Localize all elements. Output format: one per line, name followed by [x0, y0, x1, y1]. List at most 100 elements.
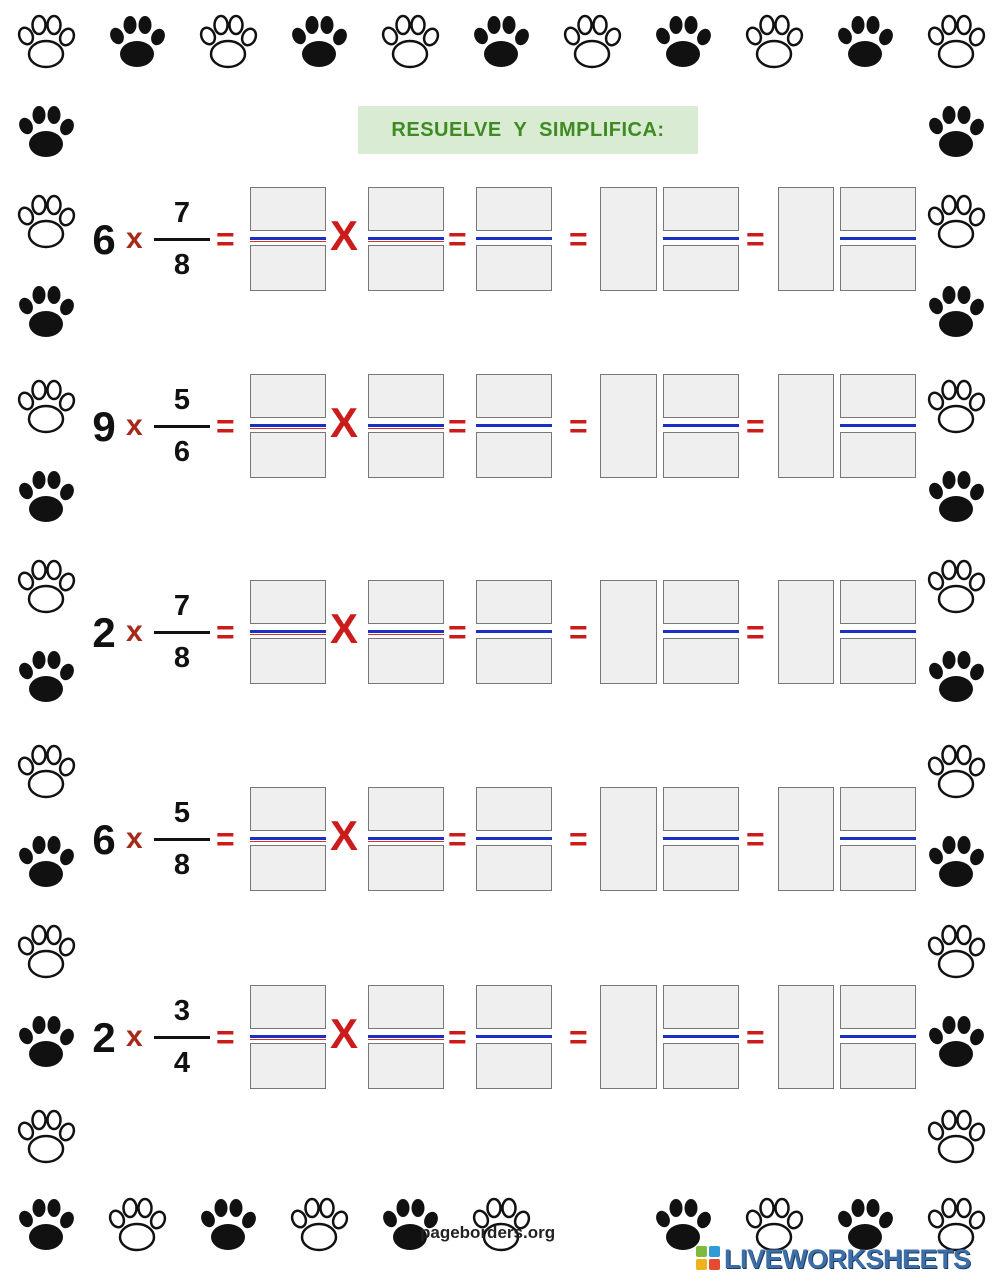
equals-sign-3: =: [569, 614, 588, 650]
product-fraction-denominator-box[interactable]: [476, 245, 552, 291]
second-fraction-numerator-box[interactable]: [368, 187, 444, 231]
black-paw-icon: [926, 106, 987, 157]
first-fraction-red-line: [250, 1039, 326, 1040]
cubes-icon: [696, 1246, 722, 1272]
first-fraction-denominator-box[interactable]: [250, 245, 326, 291]
equals-sign-1: =: [216, 614, 235, 650]
product-fraction-denominator-box[interactable]: [476, 1043, 552, 1089]
first-fraction-numerator-box[interactable]: [250, 374, 326, 418]
black-paw-icon: [926, 286, 987, 337]
second-fraction-numerator-box[interactable]: [368, 787, 444, 831]
second-fraction-fraction-line: [368, 424, 444, 427]
product-fraction-numerator-box[interactable]: [476, 787, 552, 831]
given-fraction-bar: [154, 1036, 210, 1039]
second-fraction-numerator-box[interactable]: [368, 374, 444, 418]
black-paw-icon: [653, 1199, 714, 1250]
simplified-whole-box[interactable]: [778, 985, 834, 1089]
product-fraction-fraction-line: [476, 424, 552, 427]
simplified-fraction-fraction-line: [840, 837, 916, 840]
product-fraction-numerator-box[interactable]: [476, 374, 552, 418]
mixed-whole-box[interactable]: [600, 187, 657, 291]
second-fraction-numerator-box[interactable]: [368, 985, 444, 1029]
simplified-fraction-denominator-box[interactable]: [840, 432, 916, 478]
first-fraction-denominator-box[interactable]: [250, 638, 326, 684]
outline-paw-icon: [925, 1109, 988, 1164]
equals-sign-2: =: [448, 221, 467, 257]
outline-paw-icon: [106, 1197, 169, 1252]
second-fraction-red-line: [368, 428, 444, 429]
mixed-fraction-numerator-box[interactable]: [663, 787, 739, 831]
first-fraction-denominator-box[interactable]: [250, 432, 326, 478]
mixed-fraction-fraction-line: [663, 837, 739, 840]
mixed-whole-box[interactable]: [600, 985, 657, 1089]
times-sign: x: [126, 822, 143, 855]
second-fraction-denominator-box[interactable]: [368, 1043, 444, 1089]
second-fraction-fraction-line: [368, 630, 444, 633]
simplified-whole-box[interactable]: [778, 787, 834, 891]
second-fraction-denominator-box[interactable]: [368, 245, 444, 291]
mixed-fraction-fraction-line: [663, 424, 739, 427]
given-denominator: 8: [173, 249, 191, 281]
simplified-fraction-numerator-box[interactable]: [840, 374, 916, 418]
simplified-fraction-denominator-box[interactable]: [840, 1043, 916, 1089]
product-fraction-numerator-box[interactable]: [476, 985, 552, 1029]
equals-sign-1: =: [216, 1019, 235, 1055]
equals-sign-3: =: [569, 221, 588, 257]
mixed-fraction-denominator-box[interactable]: [663, 432, 739, 478]
mixed-fraction-numerator-box[interactable]: [663, 985, 739, 1029]
outline-paw-icon: [15, 1109, 78, 1164]
mixed-whole-box[interactable]: [600, 787, 657, 891]
black-paw-icon: [289, 16, 350, 67]
mixed-fraction-denominator-box[interactable]: [663, 638, 739, 684]
product-fraction-numerator-box[interactable]: [476, 187, 552, 231]
mixed-fraction-fraction-line: [663, 630, 739, 633]
mixed-fraction-denominator-box[interactable]: [663, 845, 739, 891]
mixed-fraction-denominator-box[interactable]: [663, 1043, 739, 1089]
simplified-fraction-numerator-box[interactable]: [840, 580, 916, 624]
simplified-fraction-denominator-box[interactable]: [840, 638, 916, 684]
first-fraction-denominator-box[interactable]: [250, 1043, 326, 1089]
given-denominator: 6: [173, 436, 191, 468]
black-paw-icon: [16, 106, 77, 157]
mixed-fraction-numerator-box[interactable]: [663, 187, 739, 231]
product-fraction-denominator-box[interactable]: [476, 432, 552, 478]
first-fraction-fraction-line: [250, 630, 326, 633]
black-paw-icon: [835, 1199, 896, 1250]
mixed-whole-box[interactable]: [600, 374, 657, 478]
first-fraction-red-line: [250, 841, 326, 842]
given-denominator: 8: [173, 642, 191, 674]
equals-sign-2: =: [448, 1019, 467, 1055]
mixed-fraction-numerator-box[interactable]: [663, 374, 739, 418]
first-fraction-numerator-box[interactable]: [250, 187, 326, 231]
second-fraction-denominator-box[interactable]: [368, 638, 444, 684]
simplified-fraction-numerator-box[interactable]: [840, 985, 916, 1029]
simplified-fraction-denominator-box[interactable]: [840, 245, 916, 291]
whole-number: 2: [92, 1014, 116, 1061]
second-fraction-fraction-line: [368, 1035, 444, 1038]
mixed-fraction-denominator-box[interactable]: [663, 245, 739, 291]
second-fraction-denominator-box[interactable]: [368, 845, 444, 891]
simplified-fraction-denominator-box[interactable]: [840, 845, 916, 891]
black-paw-icon: [107, 16, 168, 67]
simplified-whole-box[interactable]: [778, 580, 834, 684]
simplified-fraction-numerator-box[interactable]: [840, 787, 916, 831]
first-fraction-numerator-box[interactable]: [250, 985, 326, 1029]
product-fraction-numerator-box[interactable]: [476, 580, 552, 624]
whole-number: 6: [92, 216, 116, 263]
outline-paw-icon: [288, 1197, 351, 1252]
product-fraction-denominator-box[interactable]: [476, 638, 552, 684]
given-fraction-bar: [154, 631, 210, 634]
first-fraction-numerator-box[interactable]: [250, 580, 326, 624]
first-fraction-denominator-box[interactable]: [250, 845, 326, 891]
mixed-whole-box[interactable]: [600, 580, 657, 684]
product-fraction-denominator-box[interactable]: [476, 845, 552, 891]
simplified-whole-box[interactable]: [778, 187, 834, 291]
product-fraction-fraction-line: [476, 1035, 552, 1038]
mixed-fraction-numerator-box[interactable]: [663, 580, 739, 624]
product-fraction-fraction-line: [476, 837, 552, 840]
simplified-whole-box[interactable]: [778, 374, 834, 478]
simplified-fraction-numerator-box[interactable]: [840, 187, 916, 231]
second-fraction-numerator-box[interactable]: [368, 580, 444, 624]
first-fraction-numerator-box[interactable]: [250, 787, 326, 831]
second-fraction-denominator-box[interactable]: [368, 432, 444, 478]
